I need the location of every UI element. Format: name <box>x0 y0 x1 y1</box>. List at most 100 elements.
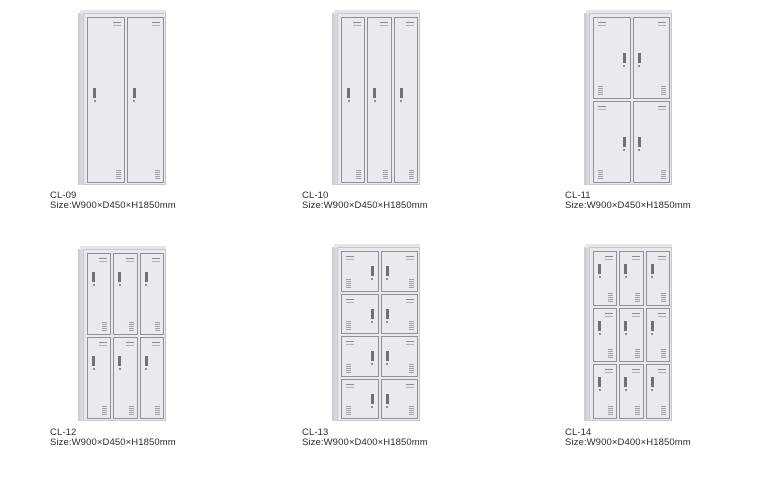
nameplate-icon <box>125 342 134 346</box>
door-handle-icon <box>347 87 350 98</box>
product-model: CL-09 <box>50 190 77 201</box>
vent-icon <box>598 86 603 95</box>
vent-icon <box>409 406 414 415</box>
product-size: Size:W900×D450×H1850mm <box>50 437 176 448</box>
door-handle-icon <box>622 53 626 63</box>
keyhole-icon <box>92 368 95 371</box>
cabinet-front <box>83 249 166 421</box>
locker-cabinet-image <box>584 244 672 421</box>
locker-cabinet-image <box>78 10 166 185</box>
vent-icon <box>128 322 134 331</box>
locker-door <box>139 337 164 419</box>
product-size: Size:W900×D450×H1850mm <box>565 200 691 211</box>
door-handle-icon <box>598 264 601 275</box>
nameplate-icon <box>346 383 354 388</box>
door-handle-icon <box>637 137 641 147</box>
nameplate-icon <box>598 106 606 110</box>
nameplate-icon <box>658 22 666 26</box>
door-handle-icon <box>385 351 389 362</box>
product-model: CL-13 <box>302 427 329 438</box>
door-handle-icon <box>93 87 96 98</box>
keyhole-icon <box>93 99 96 102</box>
cabinet-side-panel <box>584 13 589 185</box>
keyhole-icon <box>400 99 403 102</box>
locker-door <box>341 251 379 292</box>
vent-icon <box>661 170 666 179</box>
vent-icon <box>634 349 640 359</box>
nameplate-icon <box>99 342 108 346</box>
door-handle-icon <box>637 53 641 63</box>
cabinet-top <box>334 244 420 248</box>
vent-icon <box>661 86 666 95</box>
nameplate-icon <box>125 258 134 262</box>
door-handle-icon <box>92 356 95 367</box>
locker-door <box>645 364 670 419</box>
vent-icon <box>102 406 108 415</box>
keyhole-icon <box>598 389 601 392</box>
nameplate-icon <box>631 369 640 374</box>
keyhole-icon <box>373 99 376 102</box>
door-handle-icon <box>132 87 136 98</box>
door-handle-icon <box>144 356 148 367</box>
cabinet-top <box>586 10 672 14</box>
keyhole-icon <box>651 389 654 392</box>
vent-icon <box>408 170 414 179</box>
nameplate-icon <box>151 342 160 346</box>
keyhole-icon <box>623 149 625 151</box>
vent-icon <box>598 170 603 179</box>
cabinet-top <box>80 246 166 250</box>
door-handle-icon <box>624 264 628 275</box>
door-handle-icon <box>144 272 148 283</box>
locker-door <box>593 101 631 183</box>
cabinet-top <box>80 10 166 14</box>
nameplate-icon <box>406 383 414 388</box>
door-handle-icon <box>598 320 601 331</box>
keyhole-icon <box>651 276 654 279</box>
product-model: CL-14 <box>565 427 592 438</box>
vent-icon <box>154 322 160 331</box>
nameplate-icon <box>346 341 354 345</box>
door-handle-icon <box>650 377 654 388</box>
cabinet-side-panel <box>332 13 337 185</box>
locker-door <box>645 307 670 363</box>
vent-icon <box>660 349 666 359</box>
door-handle-icon <box>598 377 601 388</box>
nameplate-icon <box>631 256 640 260</box>
keyhole-icon <box>118 284 121 287</box>
locker-door <box>632 17 670 99</box>
door-handle-icon <box>370 266 374 277</box>
product-size: Size:W900×D450×H1850mm <box>302 200 428 211</box>
keyhole-icon <box>386 278 388 281</box>
nameplate-icon <box>152 22 160 26</box>
keyhole-icon <box>386 405 388 408</box>
nameplate-icon <box>657 256 666 260</box>
keyhole-icon <box>651 332 654 335</box>
keyhole-icon <box>623 65 625 67</box>
cabinet-side-panel <box>332 247 337 421</box>
keyhole-icon <box>371 320 373 323</box>
door-handle-icon <box>624 320 628 331</box>
vent-icon <box>382 170 388 179</box>
locker-door <box>380 251 418 292</box>
keyhole-icon <box>624 389 627 392</box>
keyhole-icon <box>624 276 627 279</box>
door-handle-icon <box>92 272 95 283</box>
door-handle-icon <box>373 87 377 98</box>
nameplate-icon <box>405 22 414 26</box>
nameplate-icon <box>605 256 614 260</box>
cabinet-side-panel <box>584 247 589 421</box>
vent-icon <box>346 363 351 373</box>
cabinet-front <box>589 13 672 185</box>
locker-door <box>87 17 125 183</box>
door-handle-icon <box>370 308 374 319</box>
product-model: CL-12 <box>50 427 77 438</box>
vent-icon <box>634 405 640 415</box>
keyhole-icon <box>638 149 640 151</box>
door-handle-icon <box>399 87 403 98</box>
keyhole-icon <box>118 368 121 371</box>
door-handle-icon <box>118 272 122 283</box>
door-handle-icon <box>650 264 654 275</box>
nameplate-icon <box>657 312 666 317</box>
product-size: Size:W900×D400×H1850mm <box>565 437 691 448</box>
locker-door <box>113 253 138 335</box>
